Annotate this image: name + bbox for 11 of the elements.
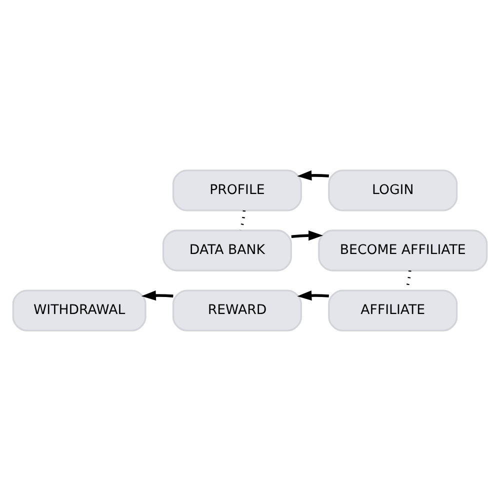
arrow: [291, 230, 324, 240]
node-box: AFFILIATE: [328, 289, 458, 331]
arrow: [297, 170, 329, 180]
node-box: BECOME AFFILIATE: [318, 229, 488, 271]
arrow: [297, 290, 329, 300]
node-box: WITHDRAWAL: [12, 289, 146, 331]
node-box: REWARD: [172, 289, 302, 331]
node-box: PROFILE: [172, 169, 302, 211]
arrow: [141, 290, 174, 300]
node-box: LOGIN: [328, 169, 458, 211]
node-box: DATA BANK: [162, 229, 292, 271]
